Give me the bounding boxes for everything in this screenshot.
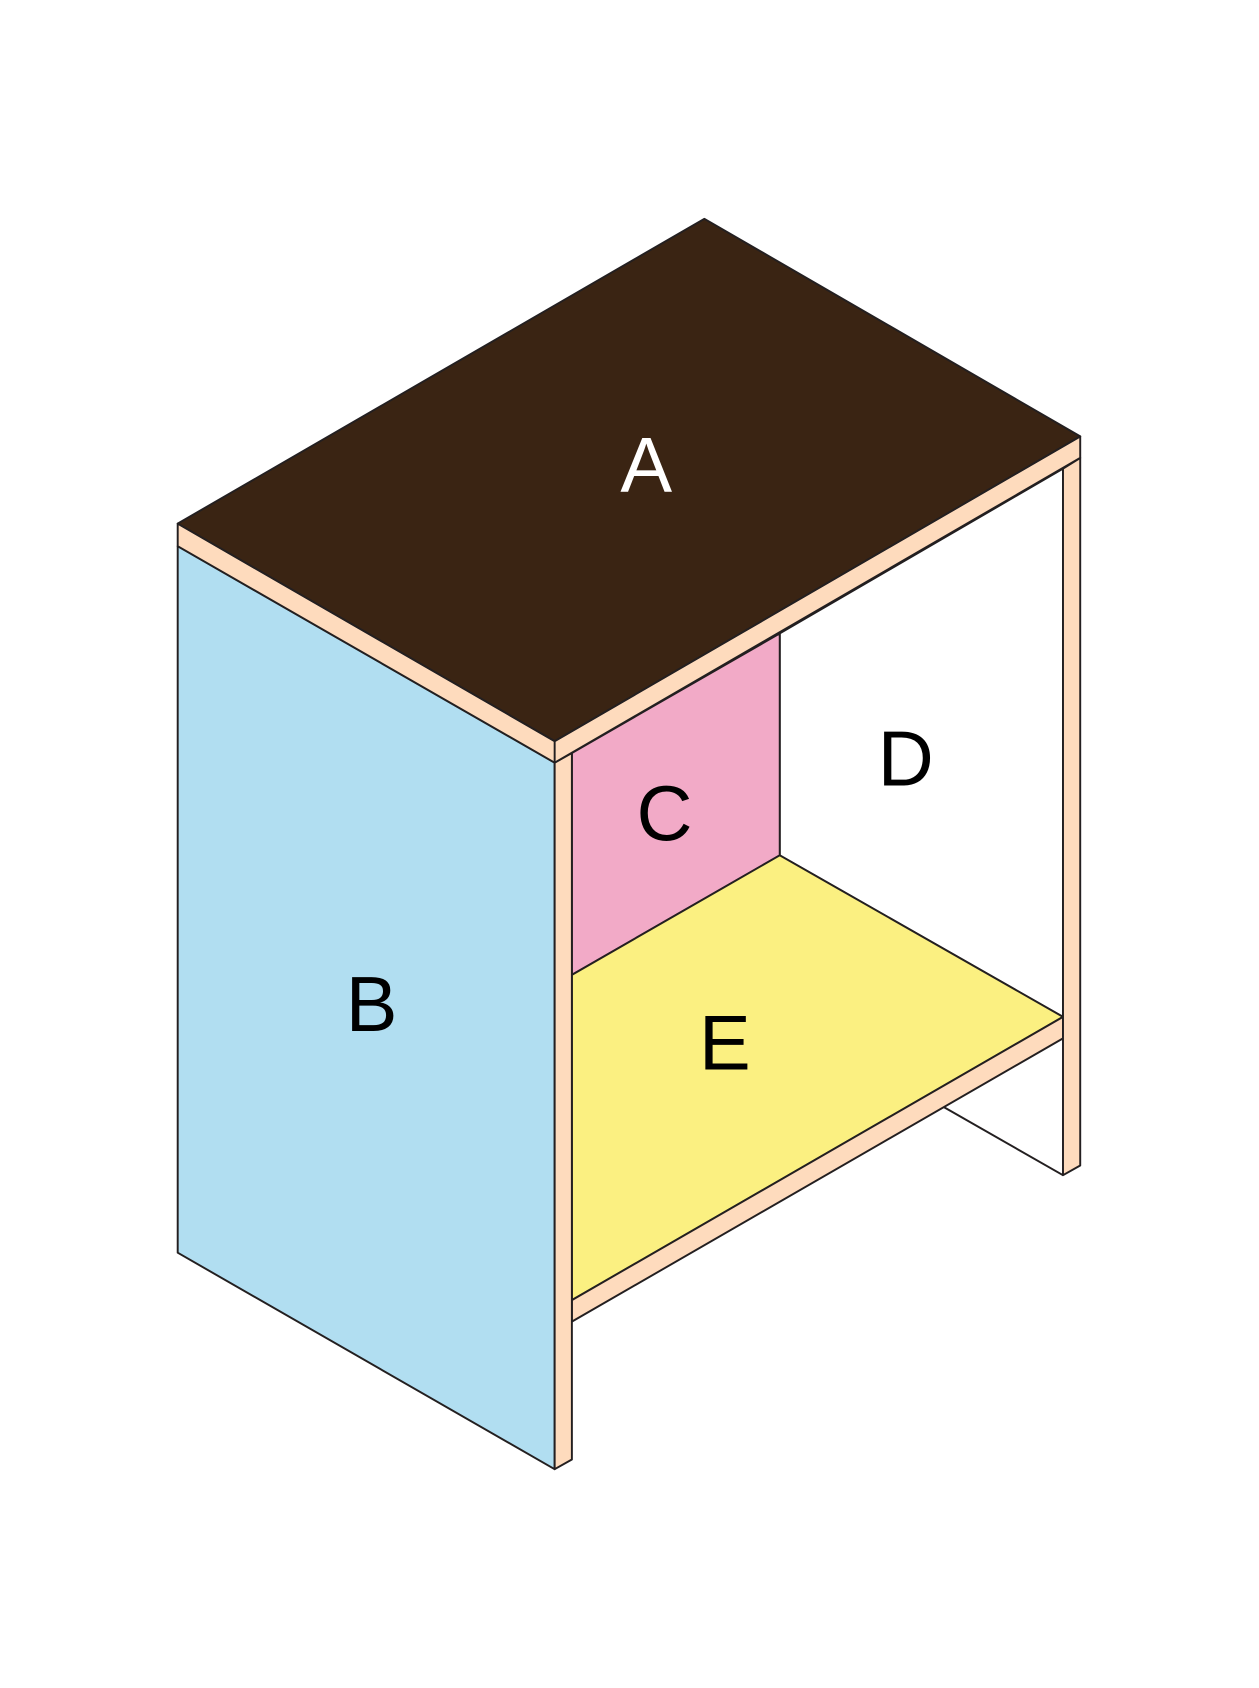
label-e: E xyxy=(699,1001,751,1087)
label-b: B xyxy=(346,962,398,1048)
label-c: C xyxy=(637,771,693,857)
right-panel-front-edge xyxy=(1062,456,1082,1177)
panel-a-top xyxy=(176,217,1082,743)
right-panel-bottom-edge xyxy=(941,1105,1064,1177)
label-d: D xyxy=(878,716,934,802)
side-panel-front-edge xyxy=(553,752,573,1471)
label-a: A xyxy=(620,422,672,508)
